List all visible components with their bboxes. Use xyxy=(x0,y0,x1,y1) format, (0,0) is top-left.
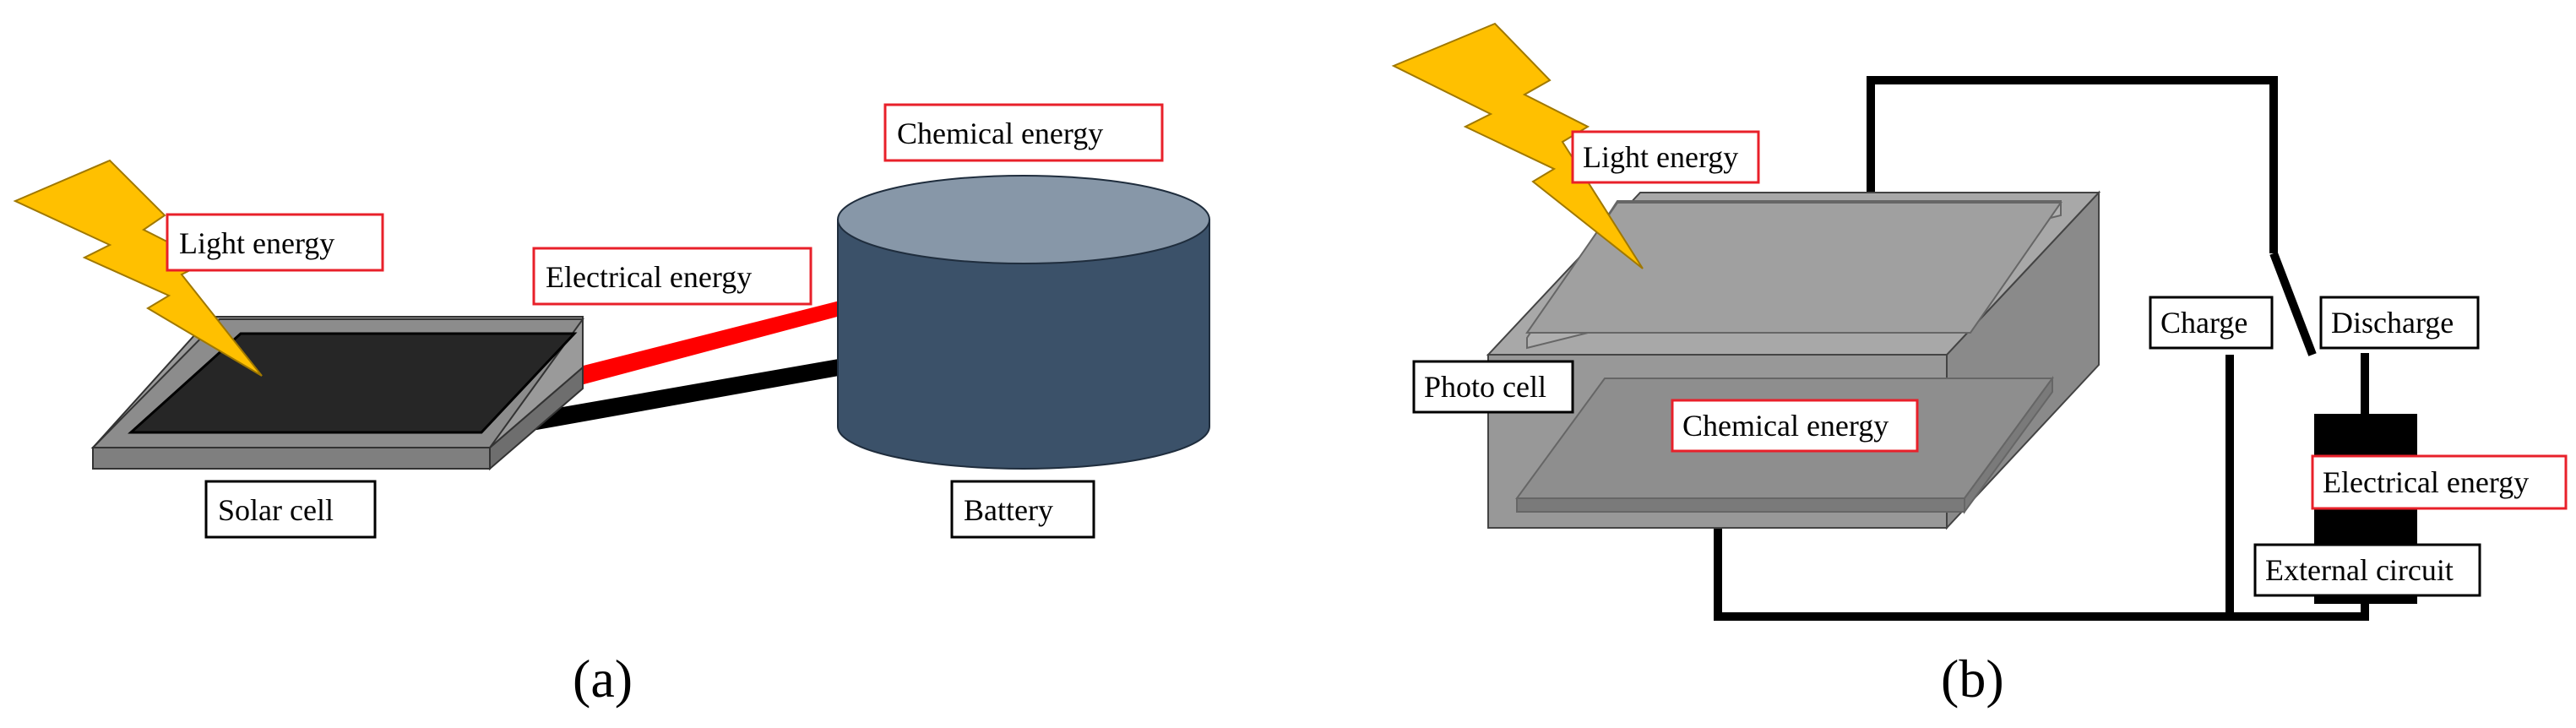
top-wire xyxy=(1867,76,2278,253)
bottom-electrode-edge-right xyxy=(1964,375,2053,515)
label-charge: Charge xyxy=(2149,296,2274,350)
label-chemical-energy-b: Chemical energy xyxy=(1671,399,1919,453)
label-external-circuit: External circuit xyxy=(2253,543,2481,597)
lightning-bolt-icon-a xyxy=(13,159,263,377)
label-chemical-energy-a: Chemical energy xyxy=(883,103,1164,162)
svg-text:Electrical energy: Electrical energy xyxy=(2323,465,2529,499)
svg-text:Battery: Battery xyxy=(964,493,1053,527)
battery-side xyxy=(837,219,1210,470)
bottom-electrode-edge xyxy=(1516,497,1965,513)
svg-text:Light energy: Light energy xyxy=(1583,140,1738,174)
lightning-bolt-icon-b xyxy=(1391,22,1644,269)
svg-text:Charge: Charge xyxy=(2160,306,2247,340)
svg-text:Discharge: Discharge xyxy=(2331,306,2454,340)
svg-text:Chemical energy: Chemical energy xyxy=(1682,409,1889,443)
label-solar-cell: Solar cell xyxy=(204,480,377,539)
solar-cell xyxy=(90,316,584,471)
svg-text:Light energy: Light energy xyxy=(179,226,334,260)
battery xyxy=(837,175,1210,470)
label-electrical-energy-b: Electrical energy xyxy=(2311,454,2568,510)
battery-top xyxy=(837,175,1210,264)
label-battery: Battery xyxy=(950,480,1095,539)
photo-cell-box xyxy=(1486,190,2101,530)
svg-text:Chemical energy: Chemical energy xyxy=(897,117,1103,150)
panel-b: Light energy Photo cell Chemical energy … xyxy=(1391,22,2568,709)
red-wire xyxy=(553,297,853,390)
panel-caption-b: (b) xyxy=(1941,649,2004,709)
svg-text:Electrical energy: Electrical energy xyxy=(546,260,752,294)
svg-text:Photo cell: Photo cell xyxy=(1424,370,1546,404)
panel-caption-a: (a) xyxy=(573,649,633,709)
svg-text:External circuit: External circuit xyxy=(2265,553,2454,587)
top-electrode-face xyxy=(1525,202,2062,334)
label-electrical-energy-a: Electrical energy xyxy=(532,247,812,306)
label-light-energy-a: Light energy xyxy=(166,213,384,272)
svg-text:Solar cell: Solar cell xyxy=(218,493,334,527)
solar-cell-frame-side xyxy=(92,447,491,470)
label-discharge: Discharge xyxy=(2319,296,2480,350)
label-photo-cell: Photo cell xyxy=(1412,360,1574,414)
black-wire xyxy=(524,356,853,431)
panel-a: Light energy Electrical energy Chemical … xyxy=(13,103,1210,709)
switch-arm xyxy=(2269,252,2317,356)
label-light-energy-b: Light energy xyxy=(1571,130,1760,184)
